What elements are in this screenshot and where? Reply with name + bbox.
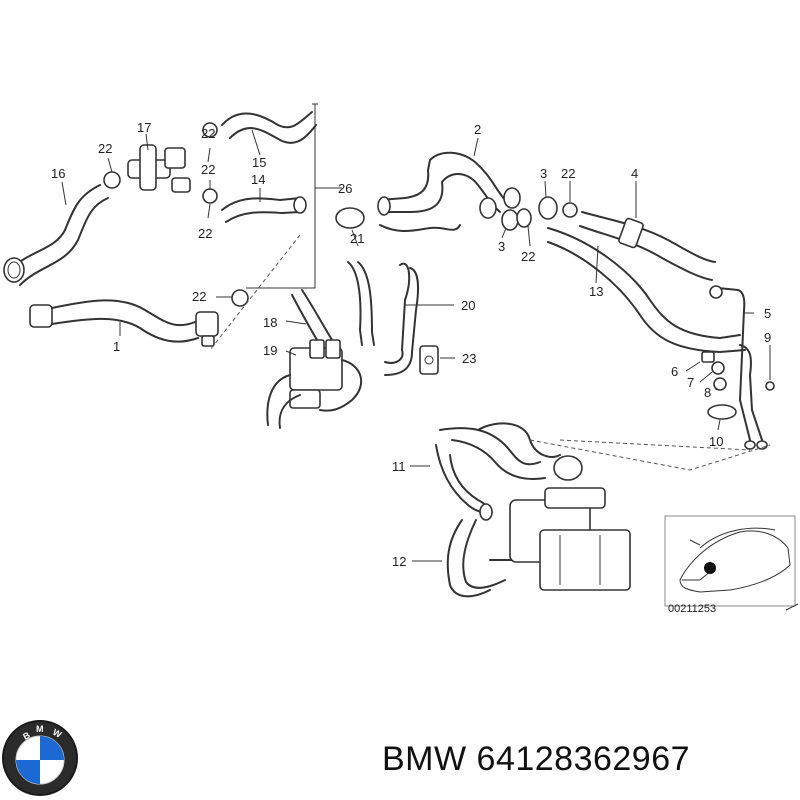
svg-text:M: M — [36, 724, 44, 734]
hose-14 — [221, 196, 307, 223]
part-label: 17 — [137, 120, 151, 135]
part-label: 23 — [462, 351, 476, 366]
parts-6-7-8-10 — [701, 351, 737, 420]
hose-13 — [547, 227, 746, 353]
part-label: 12 — [392, 554, 406, 569]
part-label: 22 — [521, 249, 535, 264]
part-label: 8 — [704, 385, 711, 400]
hose-1 — [29, 289, 249, 347]
valve-assembly — [266, 261, 419, 429]
part-label: 22 — [201, 162, 215, 177]
inset-code: 00211253 — [668, 603, 716, 615]
hose-15 — [221, 111, 317, 144]
hose-4 — [579, 211, 716, 281]
part-label: 10 — [709, 434, 723, 449]
car-inset: 00211253 — [664, 515, 799, 615]
part-label: 3 — [540, 166, 547, 181]
part-label: 22 — [561, 166, 575, 181]
part-label: 13 — [589, 284, 603, 299]
part-label: 6 — [671, 364, 678, 379]
part-label: 16 — [51, 166, 65, 181]
part-label: 5 — [764, 306, 771, 321]
dashed-connectors — [209, 234, 771, 471]
part-label: 15 — [252, 155, 266, 170]
part-label: 9 — [764, 330, 771, 345]
part-label: 7 — [687, 375, 694, 390]
part-labels: 1 2 3 3 4 5 6 7 8 9 10 11 12 13 14 15 16… — [51, 120, 771, 569]
parts-3-22 — [516, 196, 578, 228]
location-marker — [704, 562, 716, 574]
part-label: 14 — [251, 172, 265, 187]
part-label: 18 — [263, 315, 277, 330]
part-caption: BMW 64128362967 — [382, 740, 691, 778]
part-label: 21 — [350, 231, 364, 246]
part-label: 1 — [113, 339, 120, 354]
part-label: 19 — [263, 343, 277, 358]
part-label: 11 — [392, 459, 406, 474]
part-label: 4 — [631, 166, 638, 181]
part-label: 22 — [192, 289, 206, 304]
pipe-5 — [709, 285, 775, 450]
svg-text:B: B — [21, 730, 32, 742]
hose-2 — [335, 151, 521, 232]
part-label: 3 — [498, 239, 505, 254]
part-label: 22 — [201, 126, 215, 141]
hose-16 — [3, 184, 109, 286]
part-label: 2 — [474, 122, 481, 137]
part-label: 22 — [198, 226, 212, 241]
bmw-logo: B M W — [2, 720, 78, 796]
part-23 — [419, 345, 439, 375]
part-label: 20 — [461, 298, 475, 313]
part-label: 26 — [338, 181, 352, 196]
leader-lines — [61, 129, 771, 562]
heater-assembly — [435, 422, 631, 598]
part-label: 22 — [98, 141, 112, 156]
t-piece-17 — [103, 122, 218, 204]
group-frame — [246, 103, 342, 289]
